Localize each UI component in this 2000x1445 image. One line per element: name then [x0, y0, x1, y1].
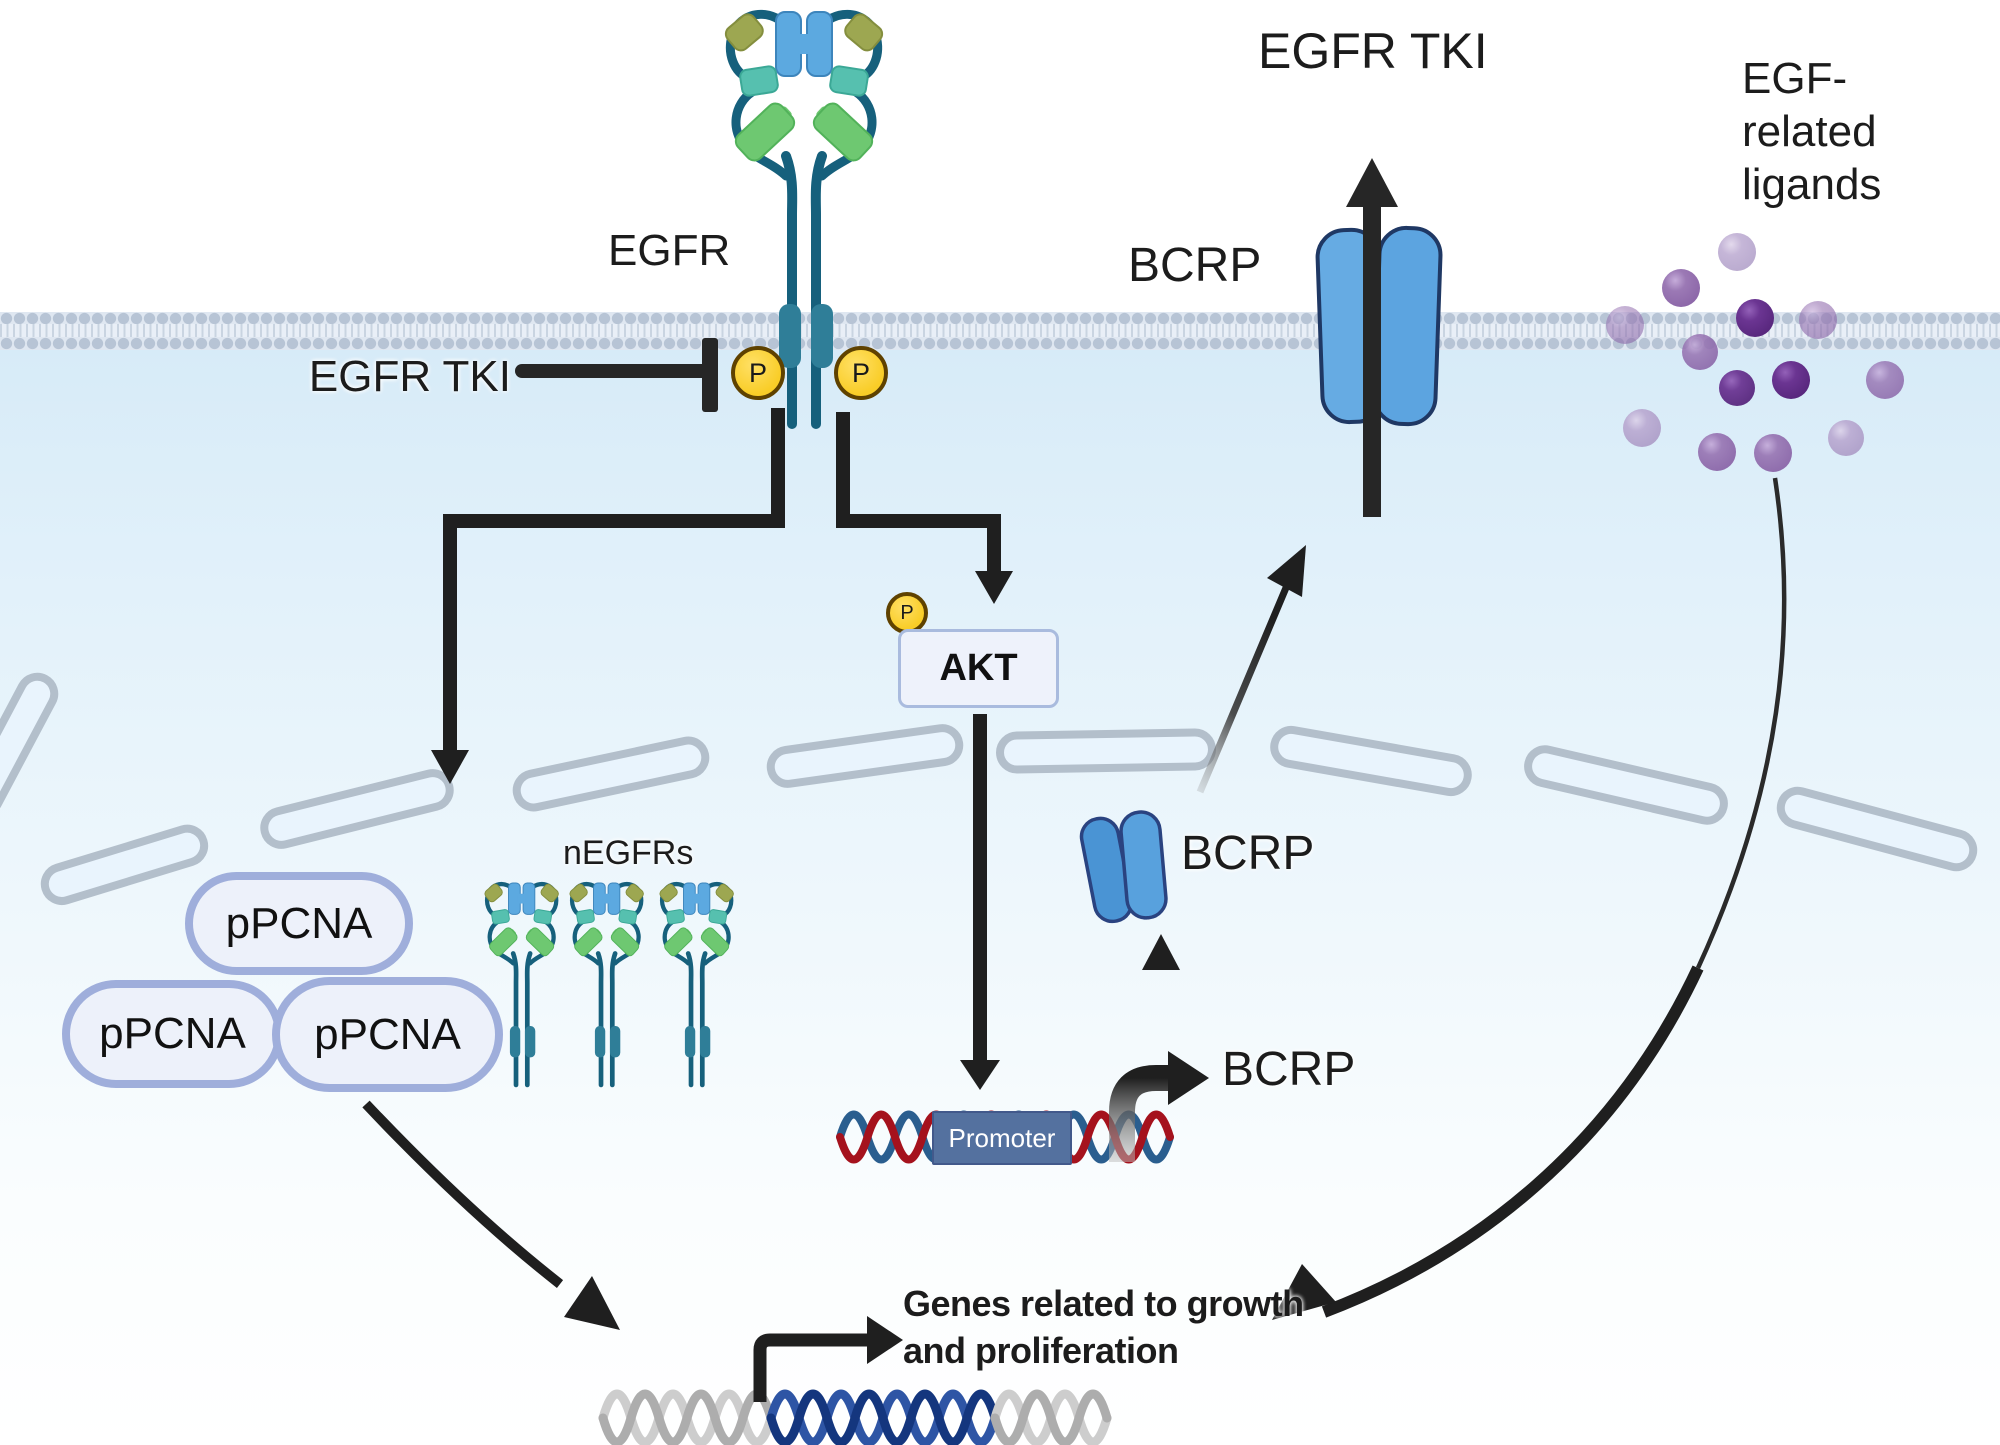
cell-membrane: [0, 312, 2000, 350]
phospho-letter: P: [851, 357, 870, 388]
bcrp-gene-label: BCRP: [1222, 1043, 1356, 1096]
egf-ligand: [1736, 299, 1774, 337]
phospho-letter: P: [900, 601, 914, 624]
bcrp-nuclear-protein: [1079, 810, 1168, 924]
ppcna-signal-arrowhead: [564, 1276, 620, 1330]
egf-ligand: [1772, 361, 1810, 399]
egf-ligands-label-line3: ligands: [1742, 160, 1882, 209]
bcrp-up-arrowhead: [1142, 934, 1180, 970]
ppcna-signal-arrow: [362, 1100, 564, 1288]
genes-transcription-arrowhead: [867, 1316, 903, 1364]
egf-ligand: [1754, 434, 1792, 472]
nuclear-envelope-segment: [1270, 725, 1472, 797]
efflux-arrowhead: [1346, 158, 1398, 207]
signal-arrowhead-right: [975, 571, 1013, 604]
nuclear-envelope-segment: [1524, 745, 1728, 825]
egf-ligand: [1718, 233, 1756, 271]
ppcna-label: pPCNA: [225, 898, 373, 948]
egfr-tki-inhibitor-label: EGFR TKI: [308, 352, 511, 401]
negfrs-label: nEGFRs: [563, 834, 694, 872]
nuclear-envelope-segment: [1776, 786, 1978, 872]
nuclear-egfr-receptors: [483, 883, 734, 1085]
ppcna-complex-top: pPCNA: [185, 872, 413, 975]
ppcna-complex-left: pPCNA: [62, 980, 283, 1088]
bcrp-to-membrane-arrowhead: [1267, 545, 1306, 597]
akt-label: AKT: [939, 647, 1018, 689]
egf-ligand: [1866, 361, 1904, 399]
signal-arrow-right: [836, 412, 1001, 572]
efflux-arrow-shaft: [1363, 205, 1381, 517]
phospho-badge-right: P: [834, 346, 888, 400]
bcrp-transcription-arrowhead: [1168, 1051, 1209, 1105]
nuclear-envelope-segment: [0, 672, 59, 818]
ligand-signal-arrow-thin: [1695, 477, 1787, 969]
egf-ligand: [1799, 301, 1837, 339]
lipid-heads-top: [0, 312, 2000, 325]
phospho-badge-akt: P: [886, 592, 928, 634]
egf-ligand-cluster: [1606, 233, 1904, 472]
egf-ligands-label-line1: EGF-: [1742, 54, 1848, 103]
nuclear-envelope-segment: [766, 724, 964, 788]
bcrp-to-membrane-arrow: [1196, 581, 1292, 794]
receptor-signal-arrows: [443, 408, 1001, 752]
egf-ligand: [1682, 334, 1718, 370]
signal-arrowhead-left: [431, 750, 469, 784]
nuclear-envelope-segment: [260, 769, 454, 849]
genes-label-line2: and proliferation: [903, 1330, 1179, 1371]
ppcna-label: pPCNA: [99, 1009, 246, 1058]
egf-ligands-label: EGF- related ligands: [1742, 52, 1881, 211]
akt-box: AKT: [898, 629, 1059, 708]
genes-label: Genes related to growth and proliferatio…: [903, 1280, 1304, 1374]
egfr-tki-efflux-label: EGFR TKI: [1258, 23, 1488, 79]
bcrp-transporter-label: BCRP: [1128, 239, 1262, 292]
bcrp-nuclear-label: BCRP: [1181, 827, 1315, 880]
genes-dna: [598, 1389, 1112, 1445]
egf-ligand: [1606, 306, 1644, 344]
phospho-letter: P: [748, 357, 767, 388]
egf-ligand: [1662, 269, 1700, 307]
nuclear-egfr-receptor: [658, 883, 734, 1085]
egfr-tki-inhibition-bar: [515, 338, 718, 412]
genes-transcription-arrow: [753, 1333, 868, 1402]
bcrp-transcription-arrow: [1109, 1065, 1168, 1162]
egf-ligand: [1698, 433, 1736, 471]
ligand-signal-arrow: [1321, 965, 1704, 1318]
egfr-label: EGFR: [608, 226, 731, 275]
ppcna-label: pPCNA: [314, 1009, 461, 1059]
phospho-badge-left: P: [731, 346, 785, 400]
nuclear-envelope-segment: [40, 824, 209, 906]
egf-ligand: [1828, 420, 1864, 456]
lipid-heads-bottom: [0, 337, 2000, 350]
signal-arrow-left: [443, 408, 785, 752]
egf-ligand: [1719, 370, 1755, 406]
lipid-tails: [0, 324, 2000, 338]
nuclear-envelope-segment: [512, 736, 710, 812]
nuclear-egfr-receptor: [568, 883, 644, 1085]
nuclear-envelope: [0, 672, 1978, 906]
ppcna-complex-right: pPCNA: [272, 977, 503, 1092]
nuclear-envelope-segment: [996, 728, 1216, 774]
genes-label-line1: Genes related to growth: [903, 1283, 1304, 1324]
egf-ligands-label-line2: related: [1742, 107, 1877, 156]
promoter-box: Promoter: [932, 1111, 1072, 1165]
ligand-signal-arrowhead: [1272, 1264, 1336, 1320]
promoter-label: Promoter: [948, 1122, 1056, 1153]
akt-to-promoter-arrowhead: [960, 1060, 1000, 1090]
egf-ligand: [1623, 409, 1661, 447]
